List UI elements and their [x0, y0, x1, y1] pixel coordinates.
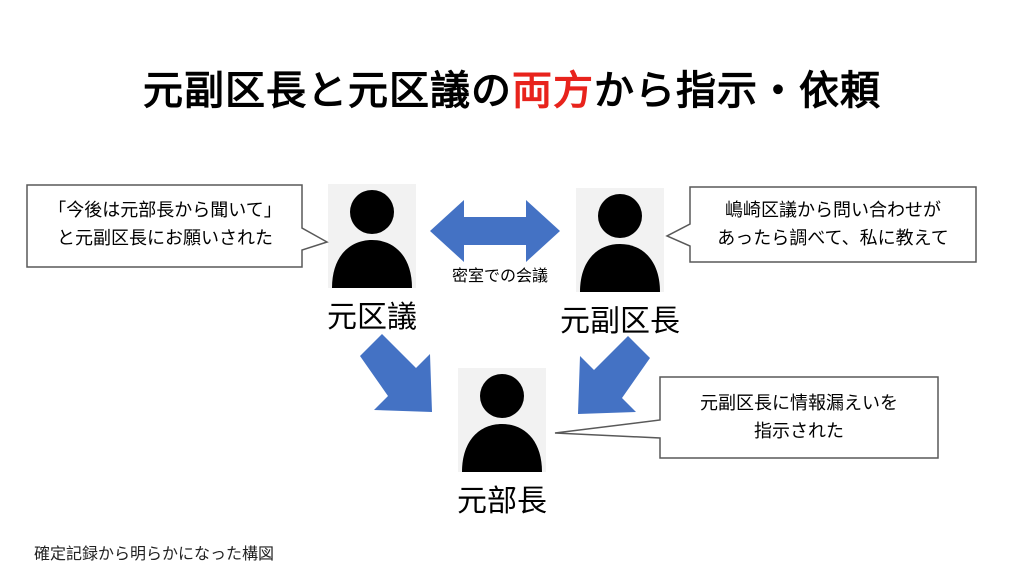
callout-left-text: 「今後は元部長から聞いて」 と元副区長にお願いされた [30, 197, 300, 253]
callout-bottom-line2: 指示された [754, 421, 844, 442]
title-suffix: から指示・依頼 [594, 68, 881, 114]
person-icon-former-deputy-mayor [576, 188, 664, 292]
down-right-arrow-icon [360, 334, 432, 412]
title-highlight: 両方 [512, 68, 594, 114]
footnote: 確定記録から明らかになった構図 [34, 544, 275, 563]
callout-bottom-line1: 元副区長に情報漏えいを [700, 393, 898, 414]
speech-bubble-bottom [554, 376, 939, 459]
callout-right-line2: あったら調べて、私に教えて [717, 228, 949, 249]
speech-bubble-right [665, 186, 977, 263]
callout-right-text: 嶋崎区議から問い合わせが あったら調べて、私に教えて [690, 197, 976, 253]
person-label-former-department-head: 元部長 [457, 484, 547, 519]
callout-left-line2: と元副区長にお願いされた [57, 228, 273, 249]
person-label-former-deputy-mayor: 元副区長 [560, 304, 680, 339]
meeting-caption: 密室での会議 [451, 266, 548, 285]
callout-right-line1: 嶋崎区議から問い合わせが [725, 200, 941, 221]
person-icon-former-department-head [458, 368, 546, 472]
title-prefix: 元副区長と元区議の [143, 68, 512, 114]
person-label-former-ward-councillor: 元区議 [327, 300, 417, 335]
callout-left-line1: 「今後は元部長から聞いて」 [48, 200, 282, 221]
down-left-arrow-icon [578, 336, 650, 414]
double-arrow-icon [430, 200, 560, 262]
page-title: 元副区長と元区議の両方から指示・依頼 [0, 58, 1024, 116]
person-icon-former-ward-councillor [328, 184, 416, 288]
speech-bubble-left [26, 184, 329, 268]
callout-bottom-text: 元副区長に情報漏えいを 指示された [660, 390, 938, 446]
